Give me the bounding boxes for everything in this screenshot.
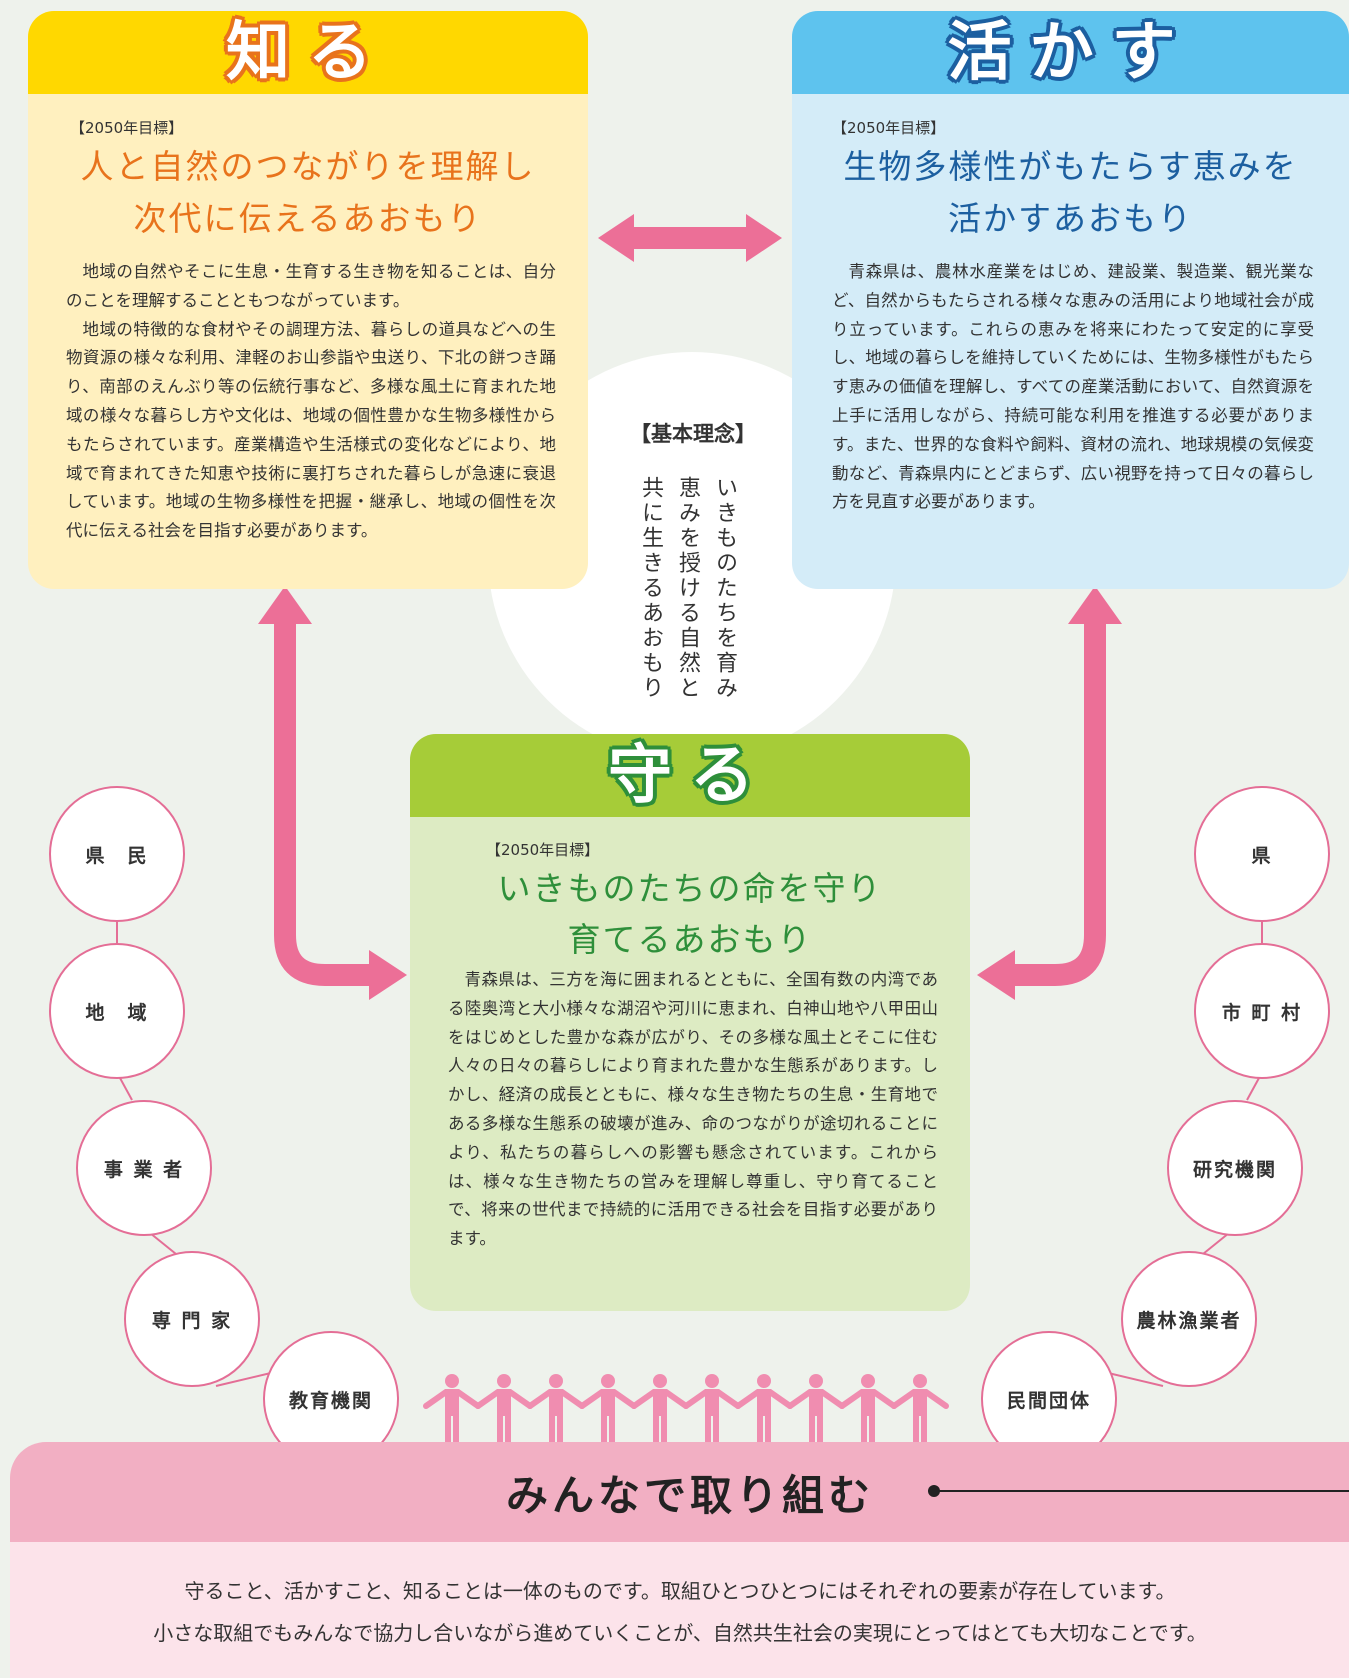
shiru-panel: 知る 【2050年目標】 人と自然のつながりを理解し 次代に伝えるあおもり 地域… bbox=[28, 11, 588, 589]
person-icon bbox=[839, 1374, 897, 1442]
person-icon bbox=[475, 1374, 533, 1442]
actor-norin-gyogyosha: 農林漁業者 bbox=[1121, 1251, 1257, 1387]
person-icon bbox=[579, 1374, 637, 1442]
shiru-description: 地域の自然やそこに生息・生育する生き物を知ることは、自分のことを理解することとも… bbox=[66, 262, 556, 541]
shiru-title: 知る bbox=[226, 16, 390, 90]
actor-shichoson: 市 町 村 bbox=[1194, 943, 1330, 1079]
arrow-head-left-shiru bbox=[598, 214, 634, 262]
actor-kenkyu-kikan: 研究機関 bbox=[1167, 1100, 1303, 1236]
principle-label: 【基本理念】 bbox=[630, 422, 756, 446]
ikasu-goal-tag: 【2050年目標】 bbox=[832, 119, 946, 137]
mamoru-description: 青森県は、三方を海に囲まれるとともに、全国有数の内湾である陸奥湾と大小様々な湖沼… bbox=[448, 970, 939, 1249]
ikasu-title: 活かす bbox=[947, 16, 1194, 90]
person-icon bbox=[423, 1374, 481, 1442]
ikasu-goal-line1: 生物多様性がもたらす恵みを bbox=[843, 147, 1298, 186]
principle-column-3: 共に生きるあおもり bbox=[638, 476, 663, 701]
bottom-title: みんなで取り組む bbox=[505, 1471, 874, 1520]
person-icon bbox=[683, 1374, 741, 1442]
person-icon bbox=[891, 1374, 949, 1442]
person-icon bbox=[527, 1374, 585, 1442]
actor-kenmin: 県 民 bbox=[49, 786, 185, 922]
bottom-band-body bbox=[10, 1542, 1349, 1678]
actor-jigyosha: 事 業 者 bbox=[76, 1100, 212, 1236]
shiru-goal-tag: 【2050年目標】 bbox=[70, 119, 184, 137]
bottom-text-line2: 小さな取組でもみんなで協力し合いながら進めていくことが、自然共生社会の実現にとっ… bbox=[153, 1621, 1207, 1645]
mamoru-goal-line2: 育てるあおもり bbox=[567, 920, 813, 959]
principle-column-2: 恵みを授ける自然と bbox=[675, 476, 700, 701]
bottom-band-header bbox=[10, 1442, 1349, 1542]
shiru-header: 知る bbox=[28, 11, 588, 94]
arrow-head-up-left bbox=[258, 586, 312, 624]
actor-chiiki: 地 域 bbox=[49, 943, 185, 1079]
mamoru-goal-tag: 【2050年目標】 bbox=[486, 841, 600, 859]
mamoru-goal-line1: いきものたちの命を守り bbox=[497, 869, 883, 908]
ikasu-description: 青森県は、農林水産業をはじめ、建設業、製造業、観光業など、自然からもたらされる様… bbox=[832, 262, 1315, 512]
mamoru-title: 守る bbox=[608, 739, 772, 813]
bottom-text-line1: 守ること、活かすこと、知ることは一体のものです。取組ひとつひとつにはそれぞれの要… bbox=[184, 1579, 1176, 1603]
arrow-head-right-ikasu bbox=[746, 214, 782, 262]
actor-ken: 県 bbox=[1194, 786, 1330, 922]
person-icon bbox=[631, 1374, 689, 1442]
arrow-head-left-mamoru bbox=[977, 950, 1015, 1000]
mamoru-header: 守る bbox=[410, 734, 970, 817]
arrow-head-right-mamoru bbox=[369, 950, 407, 1000]
ikasu-goal-line2: 活かすあおもり bbox=[948, 199, 1193, 238]
shiru-goal-line1: 人と自然のつながりを理解し bbox=[80, 147, 536, 186]
bottom-line bbox=[935, 1490, 1349, 1492]
principle-column-1: いきものたちを育み bbox=[712, 476, 737, 701]
mamoru-panel: 守る 【2050年目標】 いきものたちの命を守り 育てるあおもり 青森県は、三方… bbox=[410, 734, 970, 1311]
person-icon bbox=[735, 1374, 793, 1442]
person-icon bbox=[787, 1374, 845, 1442]
bottom-line-dot bbox=[928, 1485, 940, 1497]
ikasu-panel: 活かす 【2050年目標】 生物多様性がもたらす恵みを 活かすあおもり 青森県は… bbox=[792, 11, 1349, 589]
shiru-goal-line2: 次代に伝えるあおもり bbox=[133, 199, 483, 238]
ikasu-header: 活かす bbox=[792, 11, 1349, 94]
arrow-head-up-right bbox=[1068, 586, 1122, 624]
actor-senmonka: 専 門 家 bbox=[124, 1251, 260, 1387]
